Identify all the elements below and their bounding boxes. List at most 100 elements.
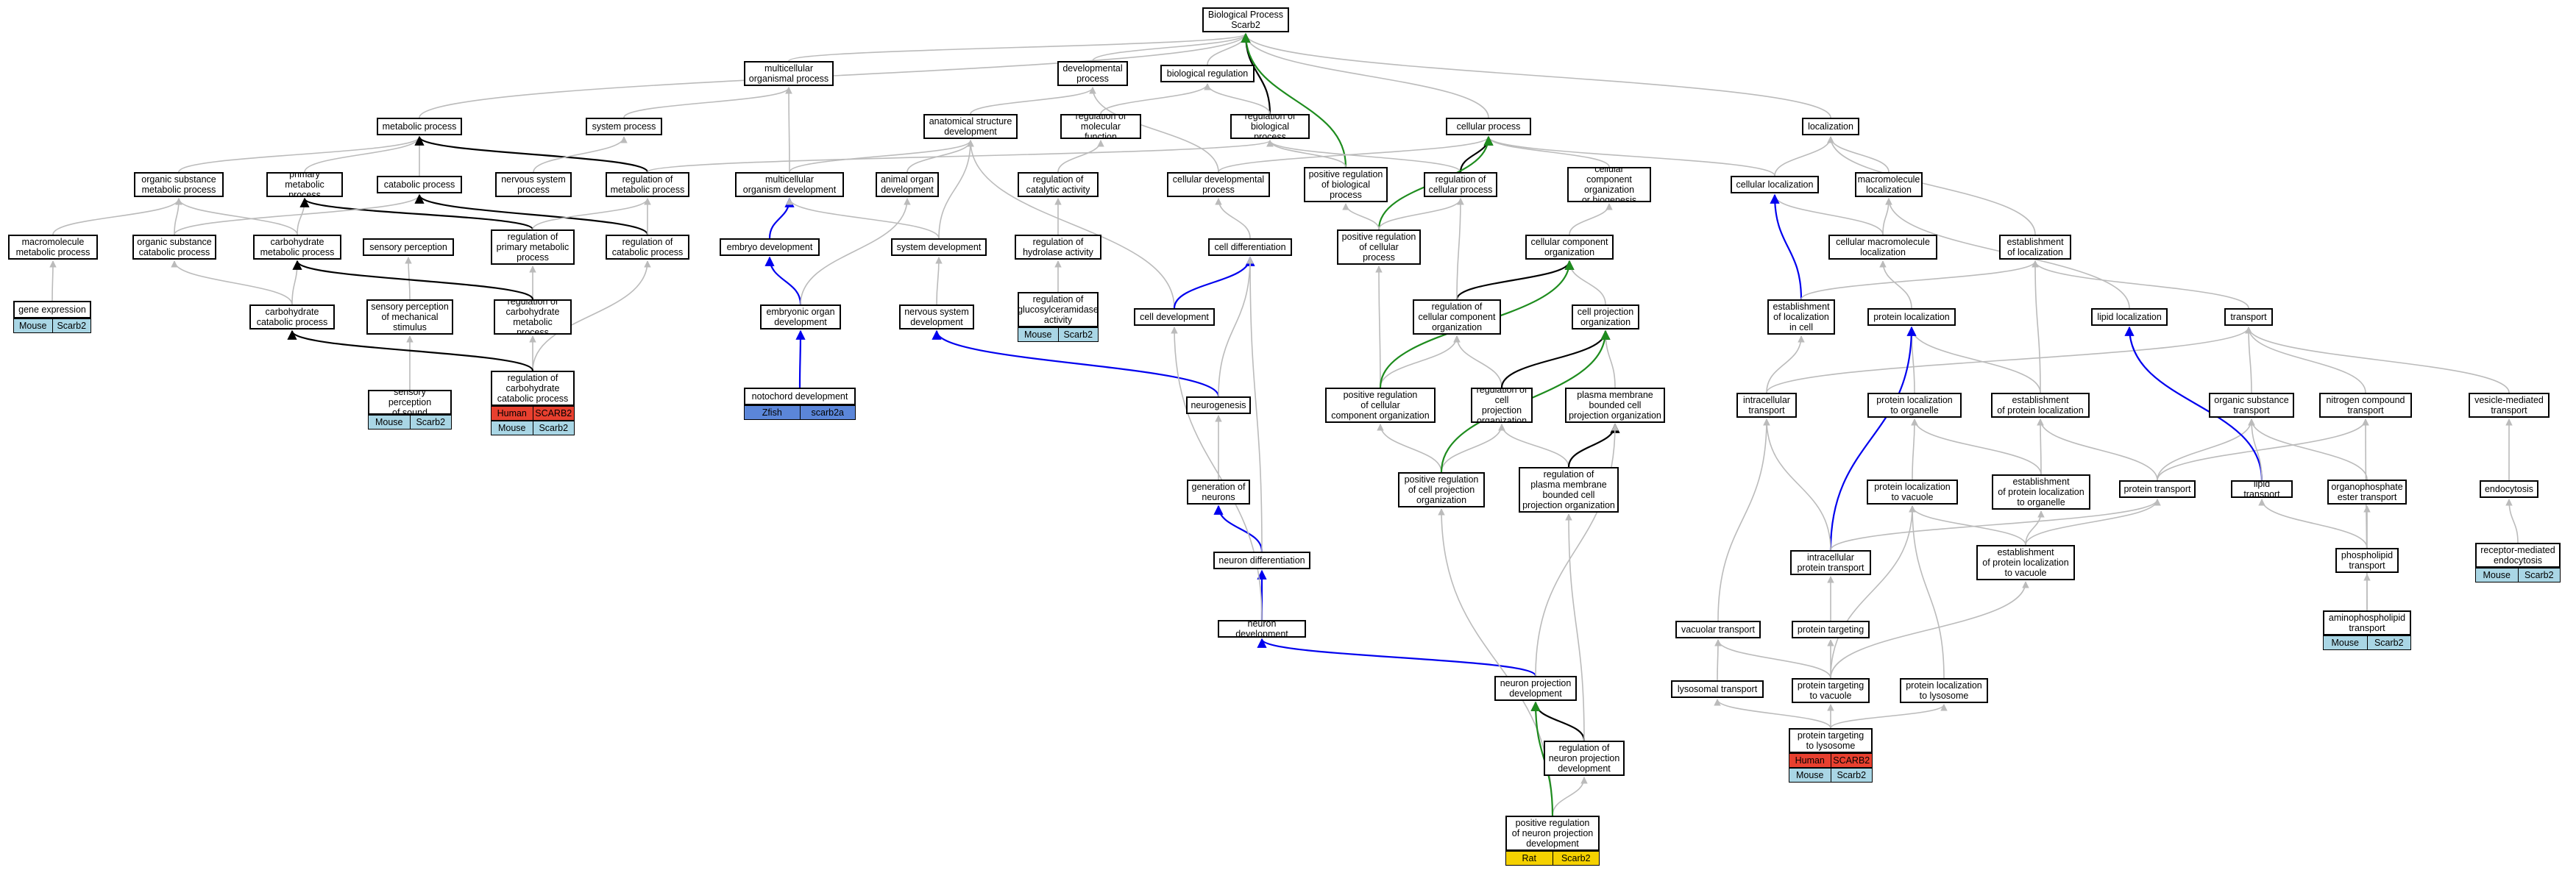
go-term-node[interactable]: vacuolar transport bbox=[1675, 621, 1761, 638]
go-term-node[interactable]: aminophospholipid transport bbox=[2323, 610, 2411, 635]
go-term-node[interactable]: sensory perception of sound bbox=[368, 390, 452, 415]
go-term-node[interactable]: protein targeting to lysosome bbox=[1789, 728, 1873, 753]
go-term-node[interactable]: organic substance metabolic process bbox=[134, 172, 224, 197]
go-term-node[interactable]: cellular developmental process bbox=[1167, 172, 1270, 197]
go-term-node[interactable]: localization bbox=[1802, 118, 1859, 135]
go-term-node[interactable]: protein transport bbox=[2119, 480, 2196, 498]
go-term-node[interactable]: carbohydrate catabolic process bbox=[249, 304, 335, 329]
go-term-node[interactable]: anatomical structure development bbox=[923, 114, 1018, 139]
go-term-node[interactable]: cellular component organization or bioge… bbox=[1567, 167, 1651, 202]
go-term-node[interactable]: Biological Process Scarb2 bbox=[1202, 7, 1289, 32]
go-term-node[interactable]: organophosphate ester transport bbox=[2327, 480, 2407, 505]
go-term-node[interactable]: embryonic organ development bbox=[760, 304, 841, 329]
go-term-node[interactable]: establishment of localization bbox=[1999, 235, 2071, 260]
go-term-node[interactable]: cell differentiation bbox=[1208, 238, 1292, 256]
go-term-node[interactable]: system development bbox=[891, 238, 987, 256]
go-term-node[interactable]: regulation of biological process bbox=[1230, 114, 1310, 139]
go-term-node[interactable]: positive regulation of cellular process bbox=[1337, 229, 1421, 265]
go-term-node[interactable]: phospholipid transport bbox=[2335, 548, 2399, 573]
go-term-node[interactable]: regulation of carbohydrate metabolic pro… bbox=[494, 299, 572, 335]
go-term-node[interactable]: cellular macromolecule localization bbox=[1828, 235, 1937, 260]
go-term-node[interactable]: protein targeting to vacuole bbox=[1792, 678, 1870, 703]
go-term-node[interactable]: positive regulation of biological proces… bbox=[1304, 167, 1388, 202]
go-term-node[interactable]: sensory perception bbox=[363, 238, 454, 256]
edge-is-a bbox=[789, 140, 974, 173]
go-term-node[interactable]: protein localization to lysosome bbox=[1900, 678, 1988, 703]
edge-is-a bbox=[2032, 260, 2249, 309]
go-term-node[interactable]: regulation of cell projection organizati… bbox=[1471, 388, 1533, 423]
go-term-node[interactable]: regulation of neuron projection developm… bbox=[1544, 741, 1625, 776]
go-term-node[interactable]: lysosomal transport bbox=[1671, 680, 1764, 698]
go-term-node[interactable]: gene expression bbox=[13, 301, 91, 318]
go-term-node[interactable]: plasma membrane bounded cell projection … bbox=[1565, 388, 1665, 423]
go-term-node[interactable]: carbohydrate metabolic process bbox=[253, 235, 341, 260]
go-term-node[interactable]: protein targeting bbox=[1792, 621, 1870, 638]
go-term-node[interactable]: lipid localization bbox=[2091, 308, 2168, 326]
go-term-node[interactable]: neurogenesis bbox=[1186, 396, 1251, 414]
gene-symbol: Scarb2 bbox=[1830, 769, 1873, 782]
go-term-node[interactable]: cellular component organization bbox=[1525, 235, 1614, 260]
go-term-node[interactable]: nervous system development bbox=[899, 304, 974, 329]
go-term-node[interactable]: establishment of protein localization bbox=[1991, 393, 2090, 418]
go-term-node[interactable]: establishment of protein localization to… bbox=[1976, 545, 2075, 580]
go-term-node[interactable]: catabolic process bbox=[377, 176, 462, 193]
go-term-node[interactable]: developmental process bbox=[1057, 61, 1128, 86]
edge-is-a bbox=[1266, 140, 1461, 173]
go-term-node[interactable]: multicellular organism development bbox=[735, 172, 844, 197]
go-term-node[interactable]: system process bbox=[586, 118, 662, 135]
go-term-node[interactable]: regulation of cellular component organiz… bbox=[1413, 299, 1501, 335]
edge-is-a bbox=[1552, 777, 1588, 816]
go-term-node[interactable]: neuron projection development bbox=[1494, 676, 1577, 701]
go-term-node[interactable]: transport bbox=[2224, 308, 2273, 326]
go-term-node[interactable]: regulation of hydrolase activity bbox=[1015, 235, 1101, 260]
go-term-node[interactable]: cellular process bbox=[1446, 118, 1531, 135]
go-term-node[interactable]: cellular localization bbox=[1731, 176, 1819, 193]
go-term-node[interactable]: intracellular transport bbox=[1736, 393, 1797, 418]
go-term-node[interactable]: lipid transport bbox=[2231, 480, 2293, 498]
go-term-node[interactable]: notochord development bbox=[744, 388, 856, 405]
go-term-node[interactable]: regulation of cellular process bbox=[1424, 172, 1497, 197]
go-term-node[interactable]: organic substance catabolic process bbox=[132, 235, 216, 260]
go-term-node[interactable]: sensory perception of mechanical stimulu… bbox=[366, 299, 453, 335]
edge-is-a bbox=[800, 198, 911, 305]
go-term-node[interactable]: protein localization to vacuole bbox=[1867, 480, 1958, 505]
go-term-node[interactable]: intracellular protein transport bbox=[1790, 550, 1871, 575]
go-term-node[interactable]: biological regulation bbox=[1160, 65, 1255, 82]
go-term-node[interactable]: regulation of catabolic process bbox=[606, 235, 689, 260]
go-term-node[interactable]: positive regulation of cell projection o… bbox=[1398, 472, 1485, 507]
go-term-node[interactable]: generation of neurons bbox=[1187, 480, 1250, 505]
go-term-node[interactable]: nitrogen compound transport bbox=[2319, 393, 2412, 418]
go-term-node[interactable]: regulation of glucosylceramidase activit… bbox=[1018, 292, 1099, 327]
go-term-node[interactable]: cell development bbox=[1134, 308, 1215, 326]
species-name: Mouse bbox=[1023, 329, 1052, 340]
go-term-node[interactable]: protein localization bbox=[1867, 308, 1956, 326]
go-term-node[interactable]: endocytosis bbox=[2480, 480, 2538, 498]
go-term-node[interactable]: multicellular organismal process bbox=[744, 61, 834, 86]
go-term-node[interactable]: establishment of localization in cell bbox=[1767, 299, 1835, 335]
go-term-node[interactable]: organic substance transport bbox=[2209, 393, 2294, 418]
go-term-node[interactable]: primary metabolic process bbox=[266, 172, 343, 197]
go-term-node[interactable]: establishment of protein localization to… bbox=[1992, 474, 2090, 510]
go-term-node[interactable]: regulation of molecular function bbox=[1060, 114, 1141, 139]
go-term-node[interactable]: embryo development bbox=[720, 238, 820, 256]
go-term-node[interactable]: cell projection organization bbox=[1572, 304, 1639, 329]
go-term-node[interactable]: macromolecule localization bbox=[1855, 172, 1923, 197]
go-term-node[interactable]: vesicle-mediated transport bbox=[2469, 393, 2550, 418]
go-term-node[interactable]: regulation of catalytic activity bbox=[1018, 172, 1099, 197]
edge-is-a bbox=[1911, 418, 1918, 480]
go-term-node[interactable]: neuron differentiation bbox=[1213, 552, 1310, 569]
go-term-node[interactable]: receptor-mediated endocytosis bbox=[2475, 543, 2561, 568]
go-term-node[interactable]: regulation of plasma membrane bounded ce… bbox=[1519, 467, 1619, 513]
go-term-node[interactable]: regulation of metabolic process bbox=[606, 172, 689, 197]
go-term-node[interactable]: metabolic process bbox=[377, 118, 462, 135]
go-term-node[interactable]: nervous system process bbox=[495, 172, 572, 197]
go-term-node[interactable]: protein localization to organelle bbox=[1867, 393, 1962, 418]
go-term-node[interactable]: regulation of carbohydrate catabolic pro… bbox=[491, 371, 575, 406]
go-term-node[interactable]: positive regulation of cellular componen… bbox=[1325, 388, 1436, 423]
go-term-node[interactable]: macromolecule metabolic process bbox=[8, 235, 98, 260]
go-term-node[interactable]: animal organ development bbox=[876, 172, 939, 197]
go-term-node[interactable]: regulation of primary metabolic process bbox=[491, 229, 575, 265]
go-term-node[interactable]: positive regulation of neuron projection… bbox=[1505, 816, 1600, 851]
go-term-node[interactable]: neuron development bbox=[1218, 620, 1306, 638]
